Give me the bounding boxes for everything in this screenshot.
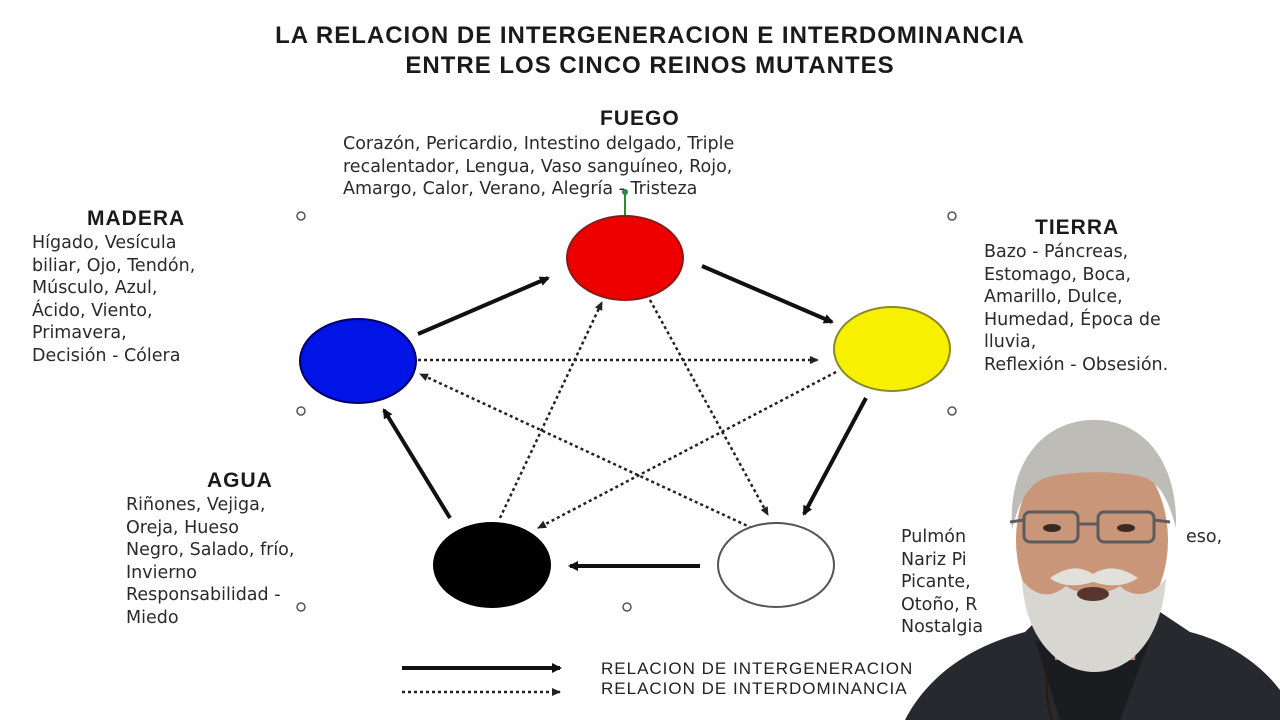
dotted-agua-fuego bbox=[498, 301, 604, 519]
presenter-glasses-temple bbox=[1009, 518, 1025, 524]
presenter-eye bbox=[1043, 524, 1061, 532]
presenter-eye bbox=[1117, 524, 1135, 532]
corner-dot bbox=[296, 602, 306, 612]
fuego-circle bbox=[566, 215, 684, 301]
arrow-tierra-metal bbox=[802, 397, 868, 516]
presenter-hair bbox=[1011, 419, 1177, 530]
agua-circle bbox=[433, 522, 551, 608]
presenter-beard bbox=[1022, 578, 1166, 672]
madera-description: Hígado, Vesícula biliar, Ojo, Tendón, Mú… bbox=[32, 233, 196, 366]
fuego-marker-dot bbox=[622, 189, 628, 195]
corner-dot bbox=[947, 406, 957, 416]
fuego-name: FUEGO bbox=[600, 107, 680, 130]
fuego-description: Corazón, Pericardio, Intestino delgado, … bbox=[343, 134, 735, 199]
corner-dot bbox=[947, 211, 957, 221]
presenter-necklace bbox=[1045, 659, 1053, 720]
corner-dot bbox=[622, 602, 632, 612]
presenter-mustache bbox=[1050, 568, 1138, 586]
presenter-glasses-temple bbox=[1153, 518, 1171, 524]
title-line-2: ENTRE LOS CINCO REINOS MUTANTES bbox=[405, 52, 895, 79]
dotted-tierra-agua bbox=[537, 370, 837, 530]
presenter-mouth bbox=[1077, 587, 1109, 601]
tierra-circle bbox=[833, 306, 951, 392]
dotted-fuego-metal bbox=[648, 299, 770, 516]
corner-dot bbox=[296, 211, 306, 221]
arrow-madera-fuego bbox=[417, 276, 550, 336]
presenter-glasses-right bbox=[1096, 510, 1156, 544]
presenter-glasses-left bbox=[1022, 510, 1080, 544]
agua-description: Riñones, Vejiga, Oreja, Hueso Negro, Sal… bbox=[126, 495, 295, 628]
metal-description-right: eso, bbox=[1186, 527, 1223, 547]
dotted-metal-madera bbox=[419, 372, 753, 530]
legend-interdominancia-label: RELACION DE INTERDOMINANCIA bbox=[601, 679, 908, 698]
tierra-description: Bazo - Páncreas, Estomago, Boca, Amarill… bbox=[984, 242, 1169, 375]
corner-dot bbox=[296, 406, 306, 416]
tierra-name: TIERRA bbox=[1035, 216, 1120, 239]
arrow-agua-madera bbox=[382, 408, 452, 520]
title-line-1: LA RELACION DE INTERGENERACION E INTERDO… bbox=[275, 22, 1025, 49]
arrow-fuego-tierra bbox=[701, 264, 834, 324]
legend-intergeneracion-label: RELACION DE INTERGENERACION bbox=[601, 659, 914, 678]
agua-name: AGUA bbox=[207, 469, 273, 492]
madera-name: MADERA bbox=[87, 207, 186, 230]
presenter-face bbox=[1016, 440, 1168, 640]
madera-circle bbox=[299, 318, 417, 404]
metal-description: Pulmón Nariz Pi Picante, Otoño, R Nostal… bbox=[901, 527, 984, 637]
metal-circle bbox=[717, 522, 835, 608]
